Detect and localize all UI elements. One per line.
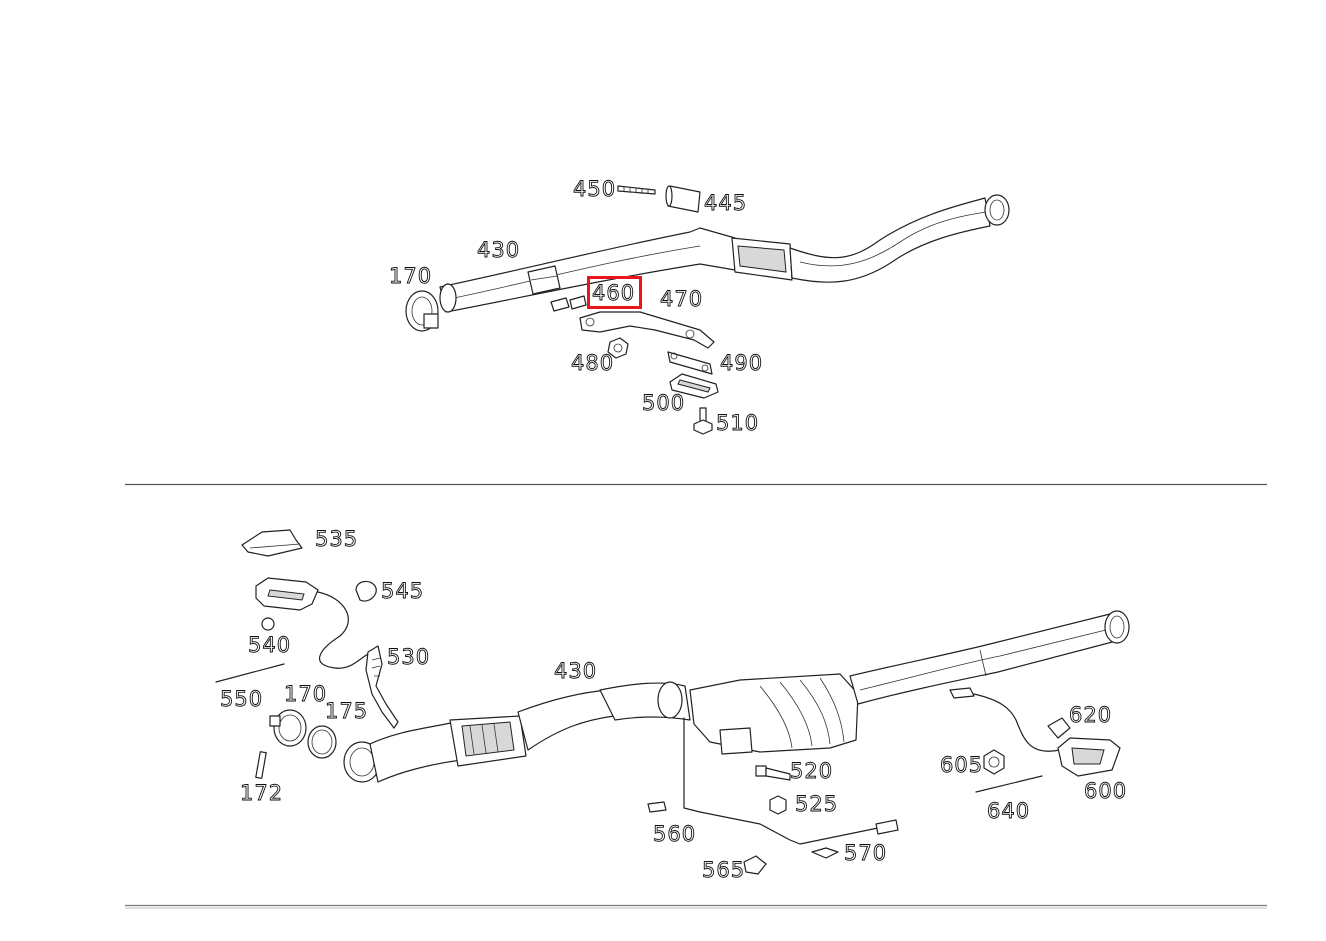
- nut-480-drawing: [607, 337, 629, 359]
- callout-175[interactable]: 175: [325, 699, 368, 724]
- bolt-510-drawing: [693, 407, 713, 435]
- callout-550[interactable]: 550: [220, 687, 263, 712]
- callout-500[interactable]: 500: [642, 391, 685, 416]
- sensor-600-drawing: [949, 687, 1121, 777]
- clip-565-drawing: [743, 855, 767, 875]
- rear-pipe-bottom-drawing: [849, 610, 1130, 705]
- front-pipe-bottom-drawing: [343, 681, 691, 783]
- callout-430[interactable]: 430: [477, 238, 520, 263]
- callout-172[interactable]: 172: [240, 781, 283, 806]
- bottom-assembly: [215, 529, 1130, 875]
- nut-605-drawing: [983, 749, 1005, 775]
- callout-445[interactable]: 445: [704, 191, 747, 216]
- callout-545[interactable]: 545: [381, 579, 424, 604]
- callout-640[interactable]: 640: [987, 799, 1030, 824]
- clips-460-drawing: [550, 295, 587, 312]
- top-assembly: [405, 185, 1010, 435]
- wire-550-drawing: [215, 663, 285, 683]
- callout-460[interactable]: 460: [592, 281, 635, 306]
- bolt-450-drawing: [617, 185, 656, 195]
- stud-172-drawing: [255, 751, 267, 779]
- bolt-520-drawing: [755, 765, 791, 781]
- strap-470-drawing: [579, 311, 715, 349]
- top-callouts: 450 445 430 170 460 470 480 490 500 510: [389, 177, 763, 436]
- clamp-170-drawing: [405, 283, 457, 332]
- highlight-box-460: [587, 276, 642, 309]
- callout-605[interactable]: 605: [940, 753, 983, 778]
- bottom-callouts: 535 545 540 530 550 170 175 172 430 520 …: [220, 527, 1127, 883]
- callout-540[interactable]: 540: [248, 633, 291, 658]
- callout-520[interactable]: 520: [790, 759, 833, 784]
- sensor-530-drawing: [365, 645, 399, 729]
- callout-565[interactable]: 565: [702, 858, 745, 883]
- callout-470[interactable]: 470: [660, 287, 703, 312]
- callout-570[interactable]: 570: [844, 841, 887, 866]
- mount-500-drawing: [669, 373, 719, 399]
- callout-430-bottom[interactable]: 430: [554, 659, 597, 684]
- pipe-bracket-drawing: [527, 265, 561, 295]
- callout-450[interactable]: 450: [573, 177, 616, 202]
- sensor-unit-drawing: [255, 577, 369, 669]
- callout-530[interactable]: 530: [387, 645, 430, 670]
- callout-480[interactable]: 480: [571, 351, 614, 376]
- nut-525-drawing: [769, 795, 787, 815]
- callout-490[interactable]: 490: [720, 351, 763, 376]
- sleeve-445-drawing: [665, 185, 701, 213]
- clip-570-drawing: [811, 847, 839, 859]
- clamp-170-bottom-drawing: [269, 709, 307, 747]
- callout-620[interactable]: 620: [1069, 703, 1112, 728]
- gasket-175-drawing: [307, 725, 337, 759]
- callout-170[interactable]: 170: [389, 264, 432, 289]
- callout-535[interactable]: 535: [315, 527, 358, 552]
- callout-600[interactable]: 600: [1084, 779, 1127, 804]
- converter-drawing: [689, 673, 859, 755]
- callout-525[interactable]: 525: [795, 792, 838, 817]
- front-pipe-drawing: [439, 194, 1010, 313]
- clip-545-drawing: [355, 580, 377, 602]
- callout-510[interactable]: 510: [716, 411, 759, 436]
- wire-640-drawing: [975, 775, 1043, 793]
- callout-560[interactable]: 560: [653, 822, 696, 847]
- bracket-535-drawing: [241, 529, 303, 557]
- callout-170-bottom[interactable]: 170: [284, 682, 327, 707]
- link-490-drawing: [667, 351, 713, 375]
- rod-560-drawing: [647, 717, 899, 845]
